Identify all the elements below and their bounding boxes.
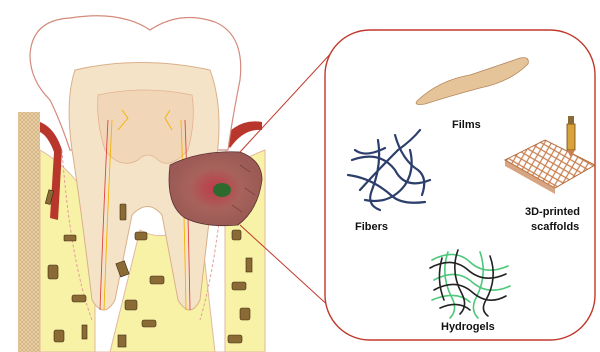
- printer-nozzle: [567, 124, 575, 150]
- label-films: Films: [452, 119, 481, 131]
- label-fibers: Fibers: [355, 221, 388, 233]
- label-scaffolds-line1: 3D-printed: [525, 206, 580, 218]
- tooth-illustration: [18, 16, 265, 352]
- periodontal-tissue: [18, 112, 40, 352]
- label-scaffolds-line2: scaffolds: [531, 221, 579, 233]
- lesion-core: [213, 183, 231, 197]
- biomaterials-panel: Films Fibers 3D-printed scaffolds: [325, 30, 595, 340]
- label-hydrogels: Hydrogels: [441, 321, 495, 333]
